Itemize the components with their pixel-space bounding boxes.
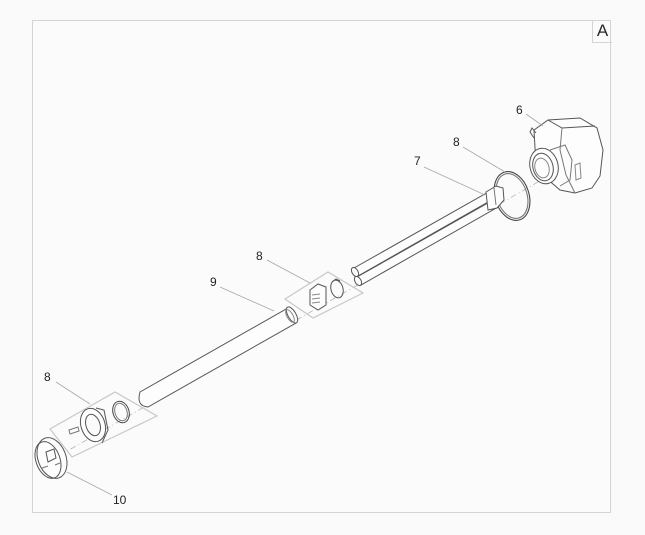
callout-8-seal-kit: 8 <box>44 370 51 384</box>
view-label: A <box>592 20 612 43</box>
diagram-frame <box>32 20 611 513</box>
callout-labels: 6 8 7 8 9 8 10 <box>44 103 523 507</box>
housing-head-part <box>529 117 604 194</box>
callout-10: 10 <box>113 493 127 507</box>
callout-7: 7 <box>414 154 421 168</box>
callout-8-o-ring: 8 <box>453 135 460 149</box>
uvc-lamp-part <box>350 185 505 287</box>
quartz-tube-part <box>138 306 299 408</box>
lamp-socket-kit-part <box>283 271 365 319</box>
end-cap-part <box>34 437 68 479</box>
callout-6: 6 <box>516 103 523 117</box>
leader-lines <box>55 113 544 496</box>
callout-8-socket-kit: 8 <box>256 249 263 263</box>
callout-9: 9 <box>210 275 217 289</box>
seal-ring-kit-part <box>49 391 159 458</box>
